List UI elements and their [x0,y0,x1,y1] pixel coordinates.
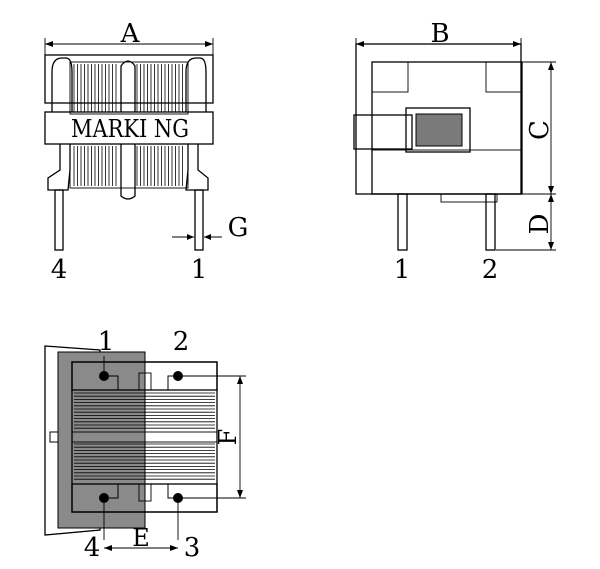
front-pin-1-label: 1 [191,255,208,285]
bottom-top-tab [138,372,152,391]
side-top-right-block [485,61,523,93]
front-pin-4 [54,189,64,251]
dimension-f-label: F [214,429,242,446]
dimension-c-label: C [525,120,555,140]
dimension-f: F [178,375,246,499]
side-clip [353,114,413,150]
dimension-a: A [44,19,214,62]
bottom-view: 1 2 4 3 E F [44,327,246,563]
front-center-leg [120,144,136,200]
dimension-d-label: D [525,214,555,235]
bottom-winding-lower [74,443,215,480]
front-pin-1 [194,189,204,251]
marking-text: MARKI NG [71,115,189,143]
bottom-pin-2-label: 2 [173,327,190,357]
front-pin-4-label: 4 [51,255,68,285]
dimension-c: C [522,61,556,195]
dimension-d: D [496,194,556,251]
dimension-a-label: A [120,19,141,49]
side-pin-1 [397,193,408,251]
dimension-b: B [355,19,522,62]
side-pin-1-label: 1 [394,255,411,285]
side-core-frame [405,107,471,153]
front-center-post [120,60,136,112]
bottom-clip-notch [49,431,59,443]
bottom-pin-3-label: 3 [184,533,201,563]
front-lower-winding [69,143,189,189]
bottom-pin-1-label: 1 [98,327,115,357]
front-right-post [185,57,207,112]
side-pin-2-label: 2 [482,255,499,285]
dimension-e: E [104,524,178,552]
dimension-e-label: E [132,524,150,552]
front-upper-frame [44,54,214,104]
side-core [415,113,463,147]
bottom-bottom-tab [138,483,152,502]
bottom-winding-upper [74,392,215,429]
side-view: B C D 1 2 [353,19,556,285]
front-left-post [51,57,73,112]
dimension-g: G [172,213,248,243]
front-right-foot [185,144,209,191]
side-top-left-block [371,61,409,93]
front-left-foot [47,144,71,191]
side-lower-band [371,149,523,195]
dimension-g-label: G [228,213,249,243]
front-view: A MARKI NG G [44,19,248,285]
bottom-divider [71,431,218,443]
dimension-b-label: B [430,19,449,49]
bottom-pin-4-label: 4 [84,533,101,563]
side-base-step [440,193,498,203]
front-upper-winding [69,61,189,115]
side-pin-2 [485,193,496,251]
